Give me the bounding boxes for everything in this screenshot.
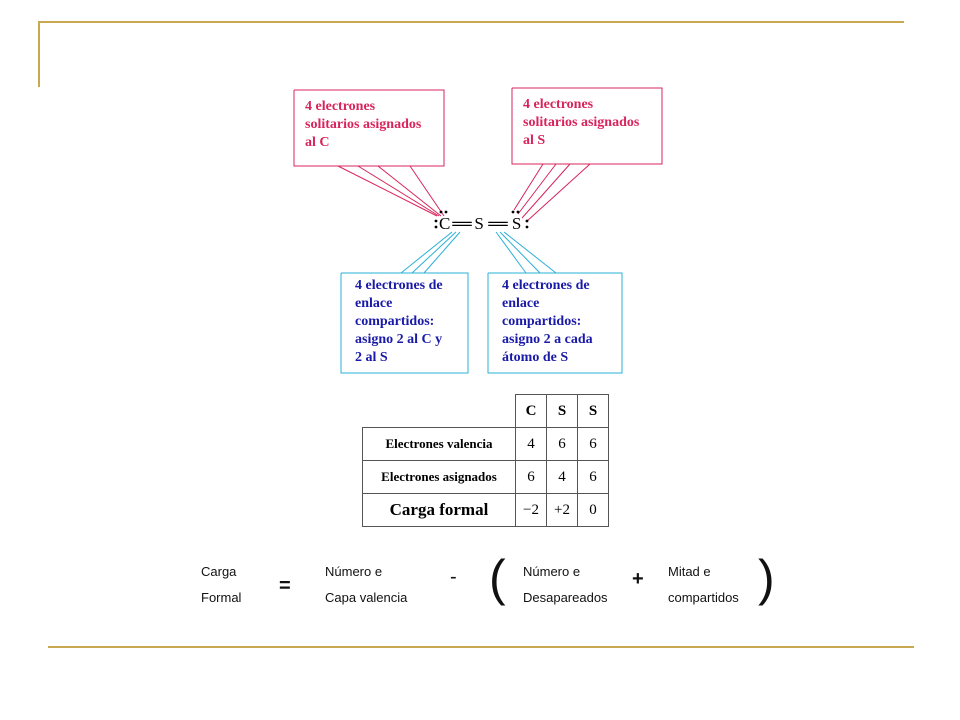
atom-c: C — [439, 214, 451, 233]
row-label: Electrones asignados — [362, 460, 516, 494]
table-corner — [363, 395, 516, 428]
callout-top-right-text: 4 electrones solitarios asignados al S — [523, 97, 640, 148]
formula-lhs-line2: Formal — [201, 590, 242, 605]
atom-s-center: S — [474, 214, 484, 233]
callout-top-right-shape — [511, 87, 663, 223]
callout-top-left-shape — [293, 89, 445, 217]
table-cell: 6 — [577, 427, 609, 461]
formula-plus: + — [632, 568, 644, 590]
table-cell: 0 — [577, 493, 609, 527]
row-label: Electrones valencia — [362, 427, 516, 461]
formula-equals: = — [279, 575, 291, 597]
table-cell: 6 — [546, 427, 578, 461]
formula-term3-line1: Mitad e — [668, 564, 711, 579]
table-row: Electrones valencia 4 6 6 — [362, 427, 609, 461]
formula-open-paren: ( — [489, 550, 506, 606]
table-cell: +2 — [546, 493, 578, 527]
table-header-s2: S — [577, 394, 609, 428]
table-cell: 4 — [546, 460, 578, 494]
formula-term1-line2: Capa valencia — [325, 590, 408, 605]
left-rule — [38, 21, 40, 87]
top-rule — [38, 21, 904, 23]
callout-top-left-text: 4 electrones solitarios asignados al C — [305, 99, 422, 150]
formula-lhs-line1: Carga — [201, 564, 237, 579]
callout-bottom-left-shape — [340, 231, 469, 374]
table-header-c: C — [515, 394, 547, 428]
table-cell: 6 — [577, 460, 609, 494]
table-header-s1: S — [546, 394, 578, 428]
double-bond-1: ═ — [452, 214, 473, 233]
formal-charge-table: C S S Electrones valencia 4 6 6 Electron… — [362, 394, 609, 527]
callout-bottom-right-shape — [487, 231, 623, 374]
bottom-rule — [48, 646, 914, 648]
callout-bottom-right-text: 4 electrones de enlace compartidos: asig… — [502, 278, 593, 365]
callout-bottom-left-text: 4 electrones de enlace compartidos: asig… — [355, 278, 443, 365]
formula-term2-line2: Desapareados — [523, 590, 608, 605]
formula-minus: - — [450, 566, 457, 588]
table-row: Carga formal −2 +2 0 — [362, 493, 609, 527]
row-label: Carga formal — [362, 493, 516, 527]
formula-term3-line2: compartidos — [668, 590, 739, 605]
lone-pair-dots — [434, 210, 529, 229]
table-row: Electrones asignados 6 4 6 — [362, 460, 609, 494]
molecule-structure: C═S═S — [439, 214, 521, 234]
formula-term2-line1: Número e — [523, 564, 581, 579]
atom-s-terminal: S — [511, 214, 522, 233]
formula-term1-line1: Número e — [325, 564, 383, 579]
formula-close-paren: ) — [758, 550, 775, 606]
table-cell: 6 — [515, 460, 547, 494]
table-cell: −2 — [515, 493, 547, 527]
table-header-row: C S S — [363, 394, 609, 428]
double-bond-2: ═ — [488, 214, 508, 233]
table-cell: 4 — [515, 427, 547, 461]
